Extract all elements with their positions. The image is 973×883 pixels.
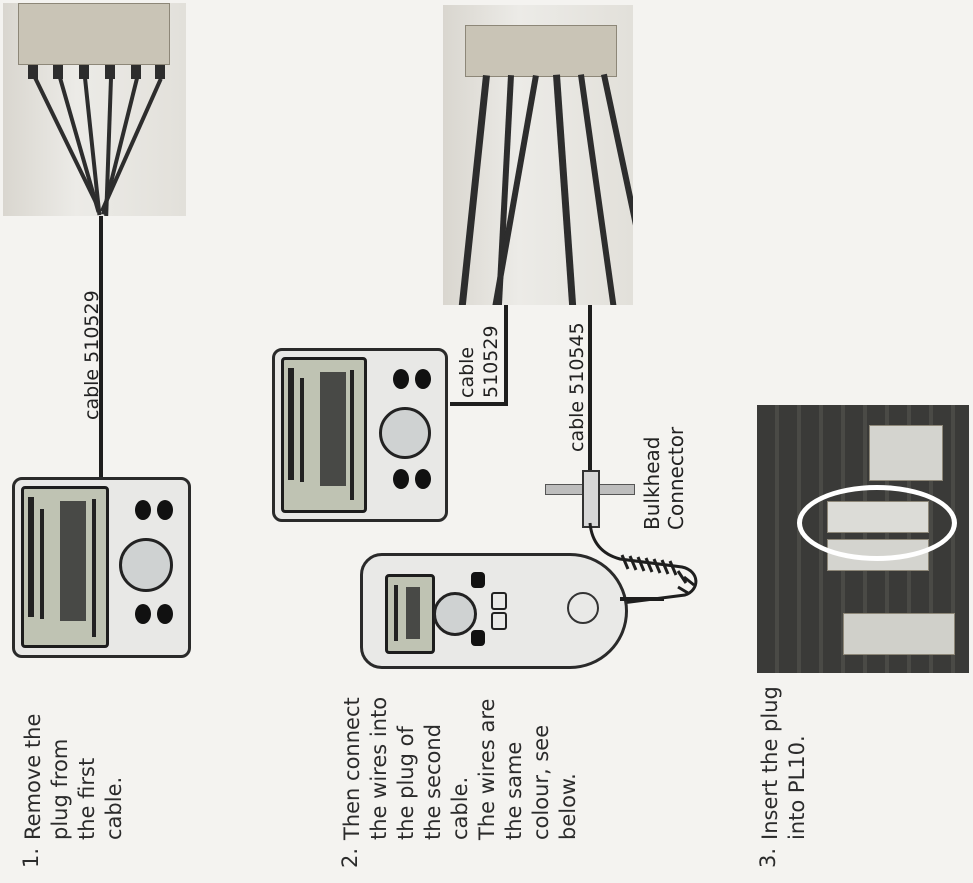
terminal-slot <box>131 65 141 79</box>
control-dial <box>119 538 173 592</box>
pcb-connector <box>843 613 955 655</box>
arrow-left-icon <box>491 592 507 610</box>
cable-label-b: cable 510545 <box>565 322 589 452</box>
step-2-text: Then connect the wires into the plug of … <box>339 697 582 840</box>
control-button <box>135 604 151 624</box>
handheld-button <box>471 630 485 646</box>
control-button <box>415 369 431 389</box>
cable-label: cable 510529 <box>80 290 104 420</box>
terminal-plug-photo-2 <box>443 5 633 305</box>
autopilot-lcd <box>281 357 367 513</box>
cable-label-a: cable 510529 <box>455 325 503 398</box>
terminal-plug-photo-1 <box>3 3 186 216</box>
step-1-text: Remove the plug from the first cable. <box>20 714 128 840</box>
circuit-board-photo <box>757 405 969 673</box>
cable-line-a <box>504 305 508 405</box>
terminal-slot <box>105 65 115 79</box>
terminal-block <box>18 3 170 65</box>
arrow-right-icon <box>491 612 507 630</box>
control-button <box>393 369 409 389</box>
autopilot-lcd <box>21 486 109 648</box>
handheld-cord <box>620 597 664 601</box>
handheld-lcd <box>385 574 435 654</box>
control-dial <box>379 407 431 459</box>
globe-logo-icon <box>567 592 599 624</box>
wire-bundle-a <box>492 75 539 305</box>
wire-bundle-b <box>553 75 577 305</box>
control-button <box>157 604 173 624</box>
autopilot-display <box>272 348 448 522</box>
step-2-number: 2. <box>337 848 364 868</box>
pcb-connector <box>869 425 943 481</box>
pl10-highlight <box>797 485 957 561</box>
step-3-text: Insert the plug into PL10. <box>757 686 811 840</box>
terminal-slot <box>155 65 165 79</box>
handheld-remote <box>360 553 628 669</box>
control-button <box>393 469 409 489</box>
autopilot-display <box>12 477 191 658</box>
wire-bundle-a <box>458 75 490 305</box>
control-button <box>135 500 151 520</box>
step-3-number: 3. <box>755 848 782 868</box>
terminal-block <box>465 25 617 77</box>
control-button <box>415 469 431 489</box>
step-1-number: 1. <box>18 848 45 868</box>
handheld-dial <box>433 592 477 636</box>
handheld-button <box>471 572 485 588</box>
cable-line-a <box>450 402 508 406</box>
control-button <box>157 500 173 520</box>
